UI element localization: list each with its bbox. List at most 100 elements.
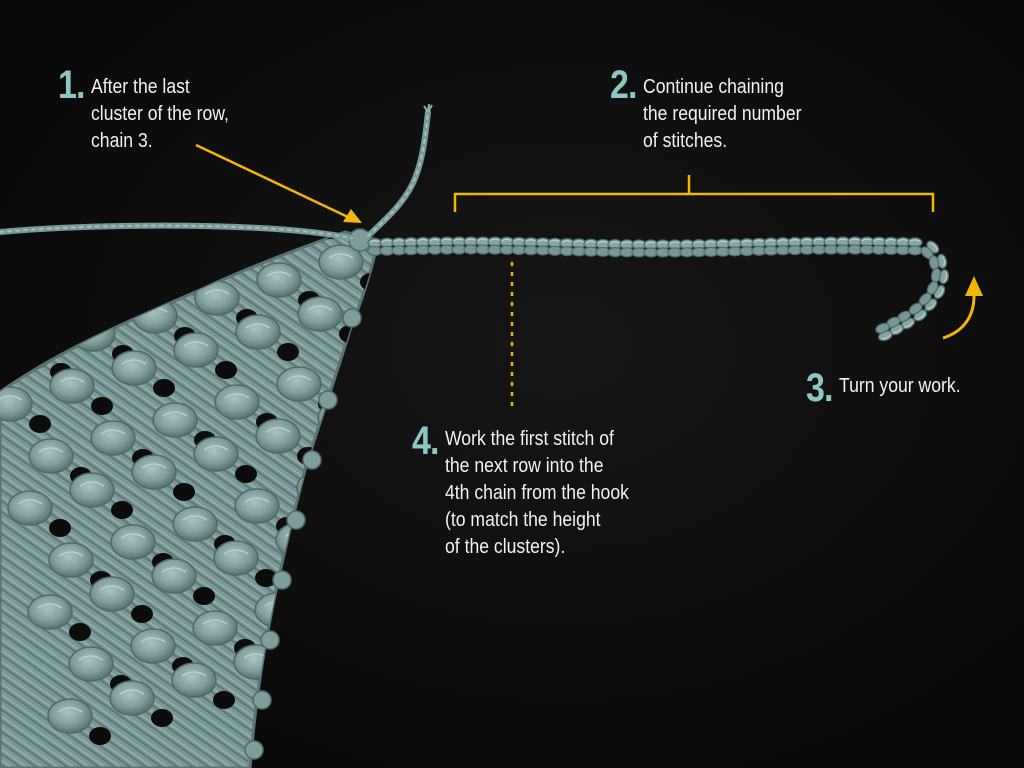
stitch-cluster [276,366,322,402]
chain-stitch [631,239,647,258]
chain-stitch [799,236,815,255]
mesh-hole [133,275,155,293]
stitch-cluster [295,626,341,662]
stitch-cluster [256,262,302,298]
stitch-cluster [48,542,94,578]
stitch-cluster [297,296,343,332]
stitch-cluster [235,314,281,350]
stitch-cluster [49,368,95,404]
stitch-cluster [233,644,279,680]
step-2-annotation: 2. Continue chaining the required number… [610,63,823,155]
chain-stitch [811,236,827,255]
stitch-cluster [130,628,176,664]
mesh-hole [277,343,299,361]
mesh-hole [193,587,215,605]
chain-stitch [918,292,938,312]
mesh-hole [195,257,217,275]
chain-stitch [511,236,527,256]
stitch-cluster [254,592,300,628]
chain-stitch [907,237,923,256]
stitch-cluster [358,452,378,488]
mesh-hole [71,293,93,311]
yarn-tail [0,222,355,241]
step-3-annotation: 3. Turn your work. [806,366,978,410]
chain-stitch [415,236,431,256]
step-1-text: After the last cluster of the row, chain… [91,76,230,152]
chain-stitch [667,239,683,258]
mesh-hole [379,533,401,551]
chain-stitch [655,239,671,258]
chain-stitch [859,236,875,255]
mesh-hole [255,569,277,587]
stitch-cluster [173,332,219,368]
stitch-cluster [316,574,362,610]
stitch-cluster [110,524,156,560]
chain-stitch [886,316,904,336]
stitch-cluster [69,472,115,508]
stitch-cluster [111,350,157,386]
chain-stitch [775,237,791,256]
step-2-number: 2. [610,63,638,107]
chain-stitch [847,236,863,255]
chain-stitch [427,236,443,255]
stitch-cluster [131,454,177,490]
step-1-annotation: 1. After the last cluster of the row, ch… [58,63,248,155]
stitch-cluster [0,282,13,318]
step-4-annotation: 4. Work the first stitch of the next row… [412,419,654,561]
picot-stitch [272,570,292,590]
chain-stitch [403,237,419,256]
yarn-loose-end [365,109,431,239]
crochet-fabric [0,228,423,768]
stitch-cluster [379,557,423,591]
chain-stitch [451,236,467,255]
chain-stitch [928,253,948,271]
chain-stitch [463,236,479,255]
picot-stitch [252,690,272,710]
stitch-cluster [91,246,137,282]
mesh-hole [111,501,133,519]
stitch-cluster [194,280,240,316]
mesh-hole [215,361,237,379]
stitch-cluster [357,608,378,644]
stitch-cluster [152,402,198,438]
chain-stitch [787,236,803,256]
picot-stitch [244,740,264,760]
bracket-icon [453,175,935,212]
stitch-cluster [172,506,218,542]
stitch-cluster [47,698,93,734]
chain-stitch [926,280,946,300]
picot-stitch [318,390,338,410]
mesh-hole [380,377,402,395]
mesh-hole [317,551,339,569]
chain-stitch [763,237,779,256]
chain-stitch [835,236,851,255]
mesh-hole [89,727,111,745]
step-4-number: 4. [412,419,440,463]
mesh-hole [9,311,31,329]
step-4-text: Work the first stitch of the next row in… [445,428,630,558]
picot-stitch [342,308,362,328]
stitch-cluster [192,610,238,646]
picot-stitch [260,630,280,650]
step-3-text: Turn your work. [839,375,961,397]
mesh-hole [173,483,195,501]
step-1-number: 1. [58,63,86,107]
stitch-cluster [193,436,239,472]
chain-stitch [751,237,767,256]
foundation-chain [367,236,950,342]
mesh-hole [69,623,91,641]
mesh-hole [151,709,173,727]
stitch-cluster [89,576,135,612]
chain-stitch [920,240,940,260]
chain-stitch [883,236,899,255]
chain-stitch [571,238,587,257]
step-3-number: 3. [806,366,834,410]
stitch-cluster [171,662,217,698]
mesh-hole [399,637,421,655]
chain-stitch [739,238,755,257]
mesh-hole [49,519,71,537]
mesh-hole [91,397,113,415]
picot-stitch [286,510,306,530]
